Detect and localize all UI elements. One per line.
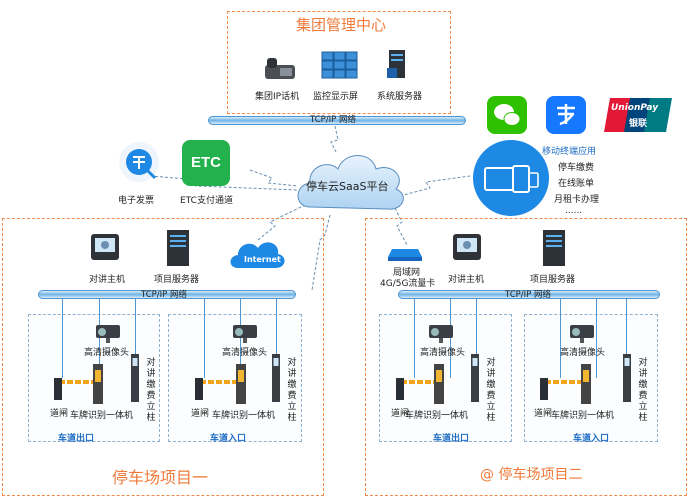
p2-exit-gate-label: 道闸 (391, 409, 410, 419)
wechat-icon (487, 96, 527, 134)
p1-exit-kiosk-label: 对讲缴费立柱 (146, 358, 156, 423)
p2-exit-camera-label: 高清摄像头 (420, 348, 466, 358)
etc-label: ETC支付通道 (180, 196, 233, 206)
project1-region (2, 218, 324, 496)
p1-exit-kiosk-icon (131, 354, 139, 402)
p2-entry-lpr-label: 车牌识别一体机 (551, 411, 615, 421)
p1-exit-gate-label: 道闸 (50, 409, 69, 419)
p2-entry-kiosk-icon (623, 354, 631, 402)
unionpay-text: UnionPay (611, 103, 659, 113)
etc-logo-text: ETC (191, 154, 221, 171)
mobile-item-pay: 停车缴费 (558, 163, 595, 173)
p1-network-bus (38, 290, 296, 299)
p2-network-card-label: 4G/5G流量卡 (380, 279, 436, 289)
e-invoice-label: 电子发票 (118, 196, 155, 206)
p2-connector (596, 298, 597, 378)
p1-exit-lpr-icon (93, 364, 103, 404)
mobile-item-more: ...... (565, 206, 583, 216)
p1-entry-kiosk-icon (272, 354, 280, 402)
internet-cloud-icon (230, 242, 285, 268)
saas-platform-label: 停车云SaaS平台 (306, 180, 389, 193)
p2-connector (476, 298, 477, 358)
p2-connector (626, 298, 627, 358)
p2-server-label: 项目服务器 (530, 275, 576, 285)
p2-network-label: 局域网 (393, 268, 421, 278)
p2-entry-camera-label: 高清摄像头 (560, 348, 606, 358)
p2-network-bus (398, 290, 660, 299)
p1-entry-lpr-icon (236, 364, 246, 404)
project2-region (365, 218, 687, 496)
ip-phone-icon (265, 58, 295, 79)
p1-server-label: 项目服务器 (154, 275, 200, 285)
p2-entry-gate-label: 道闸 (534, 409, 553, 419)
p2-entry-kiosk-label: 对讲缴费立柱 (638, 358, 648, 423)
p2-router-icon (388, 249, 422, 261)
p2-entry-camera-icon (570, 325, 594, 343)
etc-icon: ETC (182, 140, 230, 186)
wechat-bubbles-icon (494, 104, 521, 126)
mobile-item-monthly: 月租卡办理 (554, 195, 600, 205)
project2-title-watermark: @ 停车场项目二 (480, 467, 583, 483)
p2-exit-lane-name: 车道出口 (433, 434, 470, 444)
unionpay-cn-text: 银联 (629, 119, 648, 129)
p1-connector (62, 298, 63, 378)
p1-entry-kiosk-label: 对讲缴费立柱 (287, 358, 297, 423)
mobile-item-bill: 在线账单 (558, 179, 595, 189)
system-server-label: 系统服务器 (377, 92, 423, 102)
alipay-icon (546, 96, 586, 134)
p1-connector (276, 298, 277, 358)
p2-exit-kiosk-icon (471, 354, 479, 402)
p1-connector (204, 298, 205, 378)
monitor-wall-icon (321, 51, 358, 79)
p1-connector (135, 298, 136, 358)
project1-title: 停车场项目一 (112, 468, 209, 487)
top-network-bus (208, 116, 466, 125)
e-invoice-icon (119, 142, 159, 182)
p1-exit-lane-name: 车道出口 (58, 434, 95, 444)
management-center-region (227, 11, 451, 114)
ip-phone-label: 集团IP话机 (255, 92, 300, 102)
internet-label: Internet (244, 255, 281, 264)
mobile-app-title: 移动终端应用 (542, 147, 597, 157)
p1-intercom-label: 对讲主机 (89, 275, 126, 285)
p2-exit-lpr-icon (434, 364, 444, 404)
p2-exit-gate-icon (396, 378, 444, 400)
p1-exit-camera-label: 高清摄像头 (84, 348, 130, 358)
mobile-devices-circle (473, 140, 549, 216)
p2-server-icon (543, 230, 565, 266)
p1-server-icon (167, 230, 189, 266)
p1-network-bus-label: TCP/IP 网络 (141, 290, 187, 300)
p2-connector (414, 298, 415, 378)
management-center-title: 集团管理中心 (296, 16, 387, 34)
monitor-wall-label: 监控显示屏 (313, 92, 359, 102)
p1-exit-gate-icon (54, 378, 102, 400)
p2-entry-gate-icon (540, 378, 588, 400)
top-network-bus-label: TCP/IP 网络 (310, 115, 356, 125)
p1-exit-camera-icon (96, 325, 120, 343)
p1-entry-lpr-label: 车牌识别一体机 (212, 411, 276, 421)
p2-exit-lpr-label: 车牌识别一体机 (405, 411, 469, 421)
system-server-icon (387, 50, 405, 78)
p1-exit-lpr-label: 车牌识别一体机 (70, 411, 134, 421)
mobile-devices-icon (484, 165, 539, 193)
p2-exit-camera-icon (429, 325, 453, 343)
alipay-symbol-icon (557, 104, 575, 126)
saas-cloud-icon (297, 155, 404, 210)
p1-entry-camera-label: 高清摄像头 (222, 348, 268, 358)
p1-entry-gate-label: 道闸 (191, 409, 210, 419)
p2-exit-kiosk-label: 对讲缴费立柱 (486, 358, 496, 423)
p2-entry-lpr-icon (581, 364, 591, 404)
p1-entry-camera-icon (233, 325, 257, 343)
p2-connector (560, 298, 561, 378)
p2-entry-lane-name: 车道入口 (573, 434, 610, 444)
p2-intercom-icon (453, 234, 481, 260)
p2-intercom-label: 对讲主机 (448, 275, 485, 285)
p2-network-bus-label: TCP/IP 网络 (505, 290, 551, 300)
p1-entry-lane-name: 车道入口 (210, 434, 247, 444)
p1-entry-gate-icon (195, 378, 243, 400)
unionpay-icon: UnionPay 银联 (604, 98, 672, 132)
p1-intercom-icon (91, 234, 119, 260)
